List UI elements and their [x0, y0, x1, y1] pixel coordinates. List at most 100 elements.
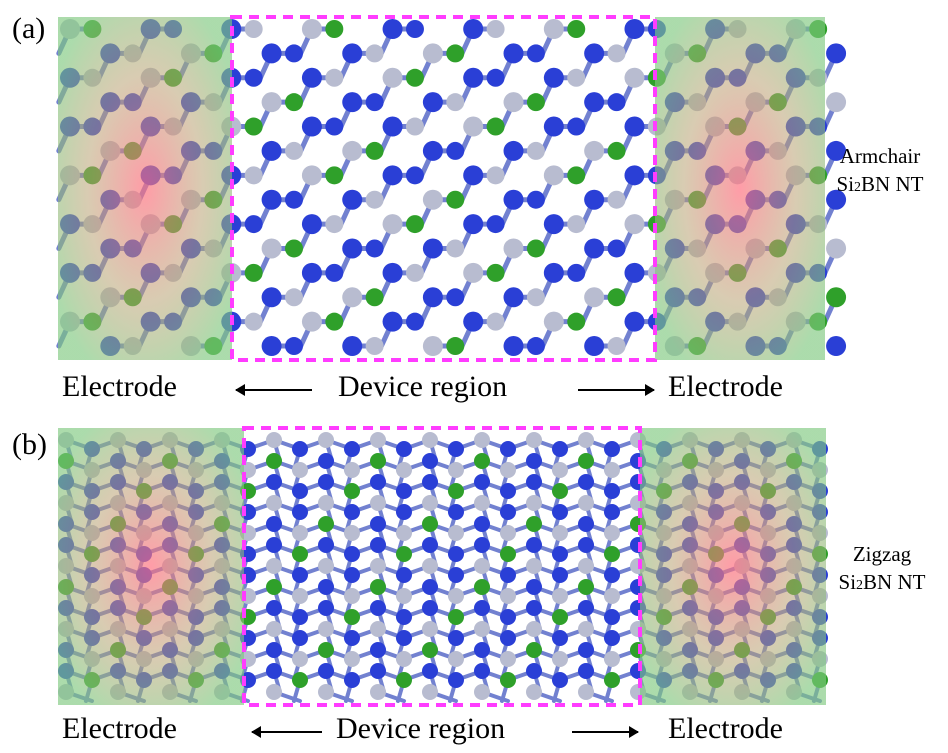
atom	[474, 642, 490, 658]
atom	[584, 92, 605, 113]
atom	[607, 141, 626, 160]
atom	[370, 642, 386, 658]
side-label-formula: Si2BN NT	[838, 570, 926, 595]
atom	[604, 609, 620, 625]
atom	[503, 43, 524, 64]
atom	[500, 504, 516, 520]
atom	[261, 287, 282, 308]
atom	[344, 630, 360, 646]
atom	[342, 140, 363, 161]
atom	[604, 672, 620, 688]
atom	[567, 263, 586, 282]
atom	[552, 483, 568, 499]
atom	[486, 20, 505, 38]
atom	[301, 262, 322, 283]
atom	[318, 600, 334, 616]
atom	[370, 474, 386, 490]
device-region-label-b: Device region	[336, 712, 506, 745]
atom	[607, 337, 626, 356]
atom	[503, 92, 524, 113]
atom	[285, 337, 303, 356]
arrow-left-a	[235, 384, 312, 396]
atom	[604, 546, 620, 562]
atom	[624, 262, 645, 283]
atom	[826, 43, 847, 64]
atom	[624, 311, 645, 332]
atom	[604, 651, 620, 667]
atom	[422, 287, 443, 308]
atom	[604, 525, 620, 541]
atom	[318, 558, 334, 574]
atom	[526, 516, 542, 532]
atom	[396, 441, 412, 457]
atom	[584, 287, 605, 308]
atom	[500, 651, 516, 667]
atom	[325, 68, 344, 87]
atom	[292, 630, 308, 646]
atom	[318, 663, 334, 679]
atom	[526, 432, 542, 448]
atom	[526, 621, 542, 637]
atom	[244, 312, 263, 331]
atom	[318, 516, 334, 532]
atom	[396, 651, 412, 667]
atom	[624, 19, 645, 39]
atom	[604, 504, 620, 520]
atom	[474, 516, 490, 532]
atom	[318, 621, 334, 637]
atom	[370, 558, 386, 574]
atom	[422, 537, 438, 553]
atom	[526, 337, 545, 356]
atom	[370, 579, 386, 595]
electrode-right-label-b: Electrode	[668, 712, 783, 745]
atom	[500, 567, 516, 583]
atom	[526, 579, 542, 595]
atom	[266, 495, 282, 511]
atom	[301, 67, 322, 88]
atom	[446, 141, 465, 160]
atom	[604, 483, 620, 499]
atom	[474, 453, 490, 469]
atom	[266, 642, 282, 658]
panel-label-b: (b)	[12, 428, 47, 461]
atom	[422, 684, 438, 700]
side-label-formula: Si2BN NT	[836, 172, 924, 197]
atom	[567, 312, 586, 331]
side-label-type: Armchair	[839, 144, 921, 168]
atom	[526, 141, 545, 160]
atom	[463, 19, 484, 39]
zigzag-nanotube-figure	[58, 426, 828, 707]
atom	[344, 462, 360, 478]
atom	[463, 311, 484, 332]
atom	[244, 215, 263, 234]
atom	[422, 663, 438, 679]
atom	[325, 215, 344, 234]
atom	[624, 67, 645, 88]
atom	[266, 453, 282, 469]
atom	[552, 546, 568, 562]
atom	[292, 441, 308, 457]
side-label-type: Zigzag	[852, 542, 912, 566]
atom	[826, 287, 847, 308]
atom	[552, 609, 568, 625]
atom	[370, 600, 386, 616]
atom	[422, 140, 443, 161]
atom	[396, 483, 412, 499]
atom	[607, 190, 626, 209]
atom	[567, 20, 586, 38]
atom	[503, 140, 524, 161]
atom	[370, 495, 386, 511]
atom	[342, 336, 363, 357]
atom	[486, 117, 505, 136]
atom	[448, 672, 464, 688]
atom	[584, 140, 605, 161]
atom	[325, 20, 344, 38]
atom	[584, 43, 605, 64]
atom	[526, 474, 542, 490]
atom	[344, 567, 360, 583]
atom	[422, 432, 438, 448]
atom	[422, 600, 438, 616]
armchair-nanotube-figure	[56, 15, 847, 362]
atom	[292, 504, 308, 520]
atom	[422, 238, 443, 259]
